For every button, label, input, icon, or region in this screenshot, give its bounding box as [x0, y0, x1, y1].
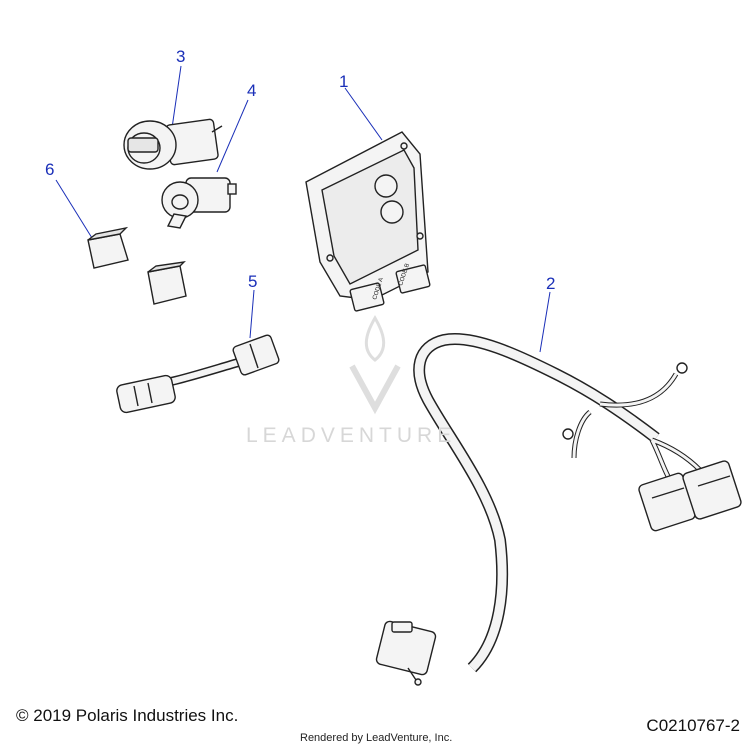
leader-line-6: [55, 179, 93, 239]
harness-connectors: [375, 460, 742, 686]
callout-6: 6: [45, 160, 55, 179]
leader-line-2: [539, 291, 551, 353]
leader-line-1: [344, 87, 383, 141]
leader-lines: [55, 65, 551, 353]
adapter-harness-part: [116, 334, 280, 414]
copyright-text: © 2019 Polaris Industries Inc.: [16, 706, 239, 725]
ignition-switch-part: [123, 118, 223, 170]
ecu-part: CODE A CODE B: [305, 131, 431, 312]
leader-line-4: [216, 99, 249, 173]
leader-line-5: [249, 289, 255, 339]
switch-cover-parts: [87, 226, 187, 305]
callout-5: 5: [248, 272, 258, 291]
callout-3: 3: [176, 47, 186, 66]
watermark-logo: [349, 315, 401, 415]
callout-2: 2: [546, 274, 556, 293]
callout-1: 1: [339, 72, 349, 91]
watermark-text: LEADVENTURE: [246, 424, 457, 447]
leader-line-3: [171, 65, 182, 129]
callout-4: 4: [247, 81, 257, 100]
main-harness-part: [413, 333, 702, 673]
diagram-code: C0210767-2: [646, 716, 740, 735]
rendered-by-text: Rendered by LeadVenture, Inc.: [300, 732, 453, 744]
power-outlet-part: [161, 177, 237, 229]
